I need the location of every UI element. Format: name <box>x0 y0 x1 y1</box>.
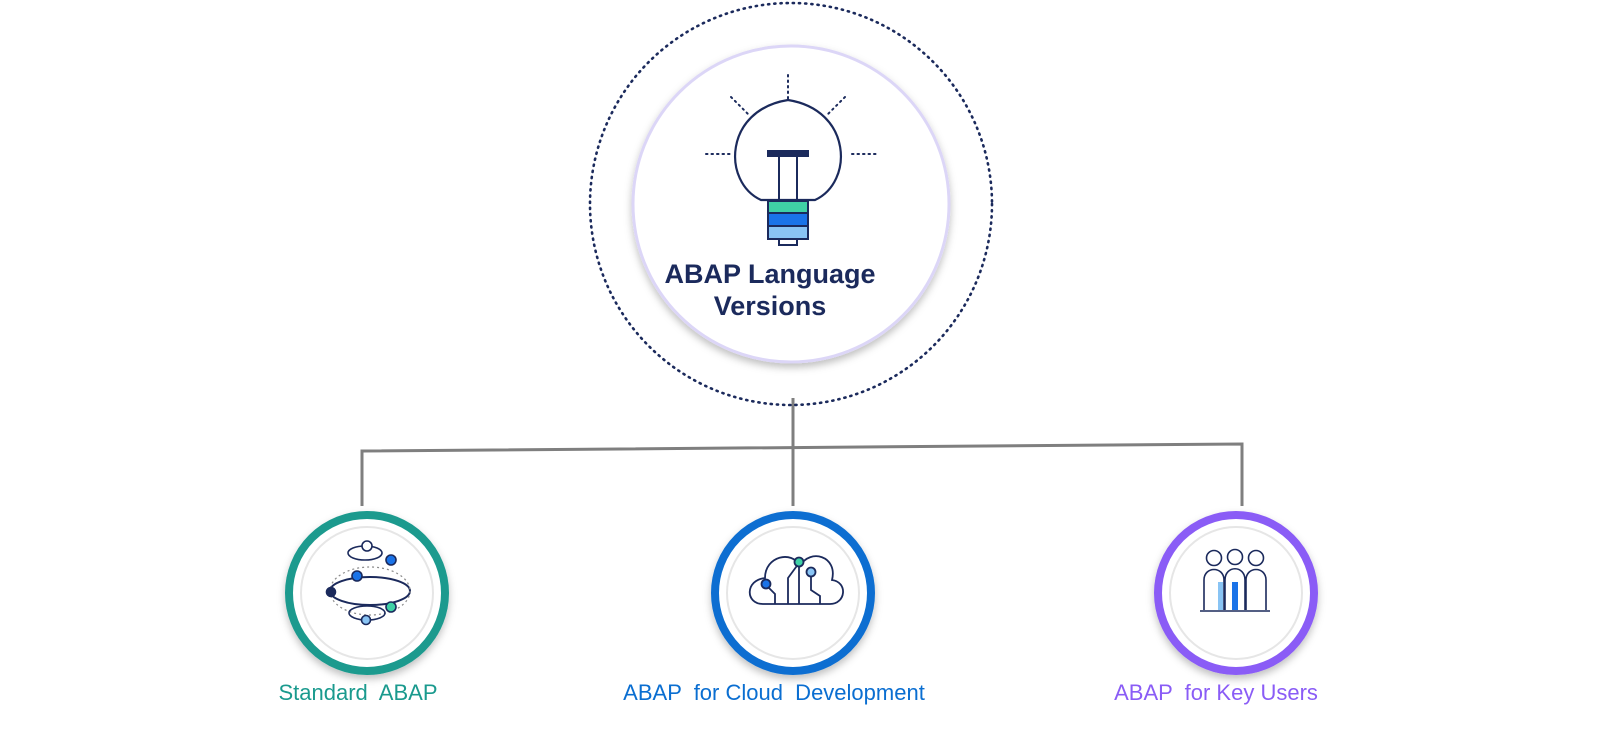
orbit-planets-icon <box>325 540 411 626</box>
lightbulb-icon <box>705 74 877 246</box>
child-node-key-users <box>1154 511 1318 675</box>
child-node-standard-abap <box>285 511 449 675</box>
root-title-line-1: ABAP Language <box>664 259 876 289</box>
root-title-line-2: Versions <box>713 291 827 321</box>
cloud-circuit-icon <box>748 555 844 605</box>
standard-abap-inner-circle <box>300 526 434 660</box>
root-title: ABAP Language Versions <box>620 258 920 322</box>
key-users-label: ABAP for Key Users <box>1114 680 1318 705</box>
standard-abap-label: Standard ABAP <box>278 680 438 705</box>
users-group-icon <box>1200 548 1270 612</box>
root-node <box>588 1 994 407</box>
connector-horizontal-bar <box>360 442 1244 506</box>
cloud-development-inner-circle <box>726 526 860 660</box>
child-node-cloud-development <box>711 511 875 675</box>
cloud-development-label: ABAP for Cloud Development <box>623 680 925 705</box>
root-dotted-ring <box>588 1 994 407</box>
connector-lines <box>360 398 1244 506</box>
